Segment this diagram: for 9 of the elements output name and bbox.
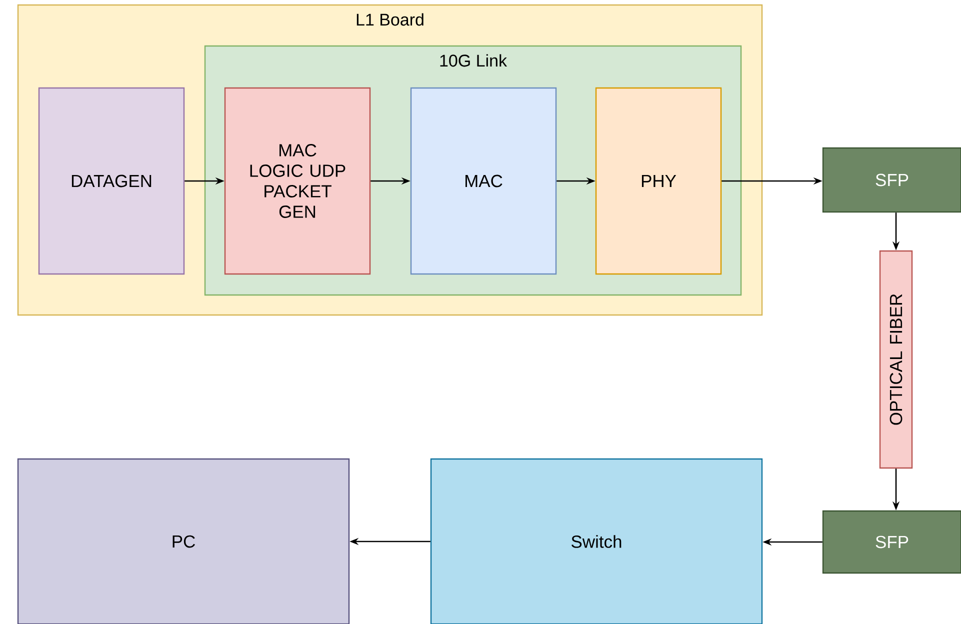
process-box: MAC xyxy=(410,87,557,275)
process-box: DATAGEN xyxy=(38,87,185,275)
process-box: Switch xyxy=(430,458,763,624)
process-box: PHY xyxy=(595,87,722,275)
process-box: MAC LOGIC UDP PACKET GEN xyxy=(224,87,371,275)
fiber-box: OPTICAL FIBER xyxy=(879,250,913,469)
process-box: SFP xyxy=(822,147,961,213)
process-box: PC xyxy=(17,458,350,624)
process-box: SFP xyxy=(822,510,961,574)
